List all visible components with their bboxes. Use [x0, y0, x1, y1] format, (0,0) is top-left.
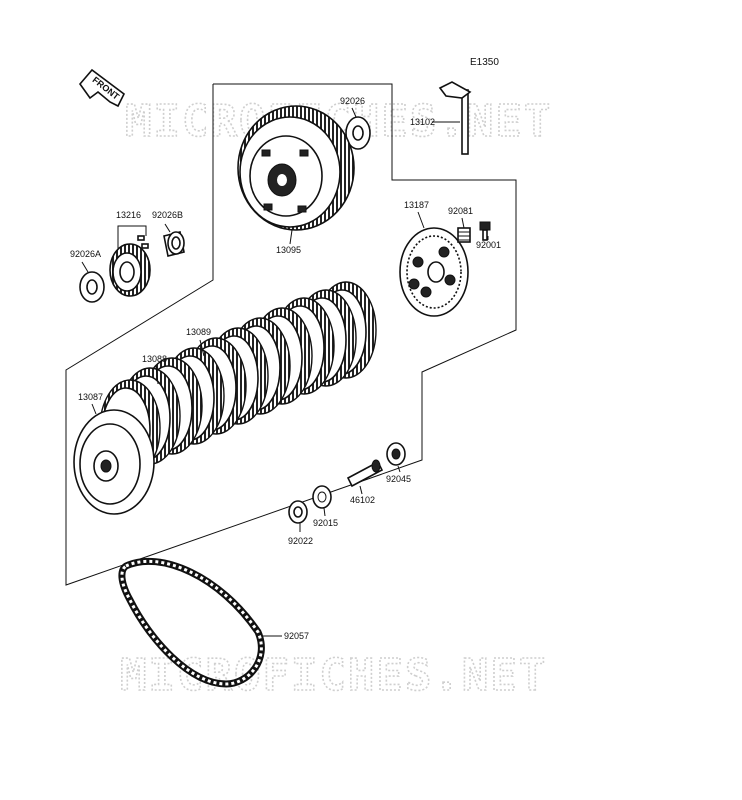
front-arrow-icon: FRONT: [78, 68, 126, 108]
label-13095: 13095: [276, 245, 301, 255]
label-13088: 13088: [142, 354, 167, 364]
label-92045: 92045: [386, 474, 411, 484]
label-92015: 92015: [313, 518, 338, 528]
label-92022: 92022: [288, 536, 313, 546]
label-13102: 13102: [410, 117, 435, 127]
clutch-hub-13087: [73, 409, 155, 515]
chain-92057: [118, 557, 265, 688]
push-rod-46102: [346, 459, 384, 488]
bearing-92045: [386, 442, 406, 466]
label-13087: 13087: [78, 392, 103, 402]
label-13216: 13216: [116, 210, 141, 220]
label-92057: 92057: [284, 631, 309, 641]
spring-92081: [457, 227, 471, 243]
assembly-frame: [65, 83, 517, 586]
label-92026B: 92026B: [152, 210, 183, 220]
clutch-housing-13095: [237, 105, 355, 231]
nut-92015: [312, 485, 332, 509]
label-92026A: 92026A: [70, 249, 101, 259]
label-92001: 92001: [476, 240, 501, 250]
washer-92026A: [79, 271, 105, 303]
label-13187: 13187: [404, 200, 429, 210]
diagram-code: E1350: [470, 57, 499, 68]
washer-92026: [345, 116, 371, 150]
pressure-plate-13187: [399, 227, 469, 317]
label-13089: 13089: [186, 327, 211, 337]
collar-92026B: [163, 231, 185, 257]
bolt-92001: [479, 221, 491, 241]
push-lever-13102: [438, 81, 472, 155]
watermark-bottom: MICROFICHES.NET: [120, 650, 547, 701]
label-46102: 46102: [350, 495, 375, 505]
washer-92022: [288, 500, 308, 524]
label-92081: 92081: [448, 206, 473, 216]
gear-13216: [109, 235, 151, 297]
label-92026: 92026: [340, 96, 365, 106]
